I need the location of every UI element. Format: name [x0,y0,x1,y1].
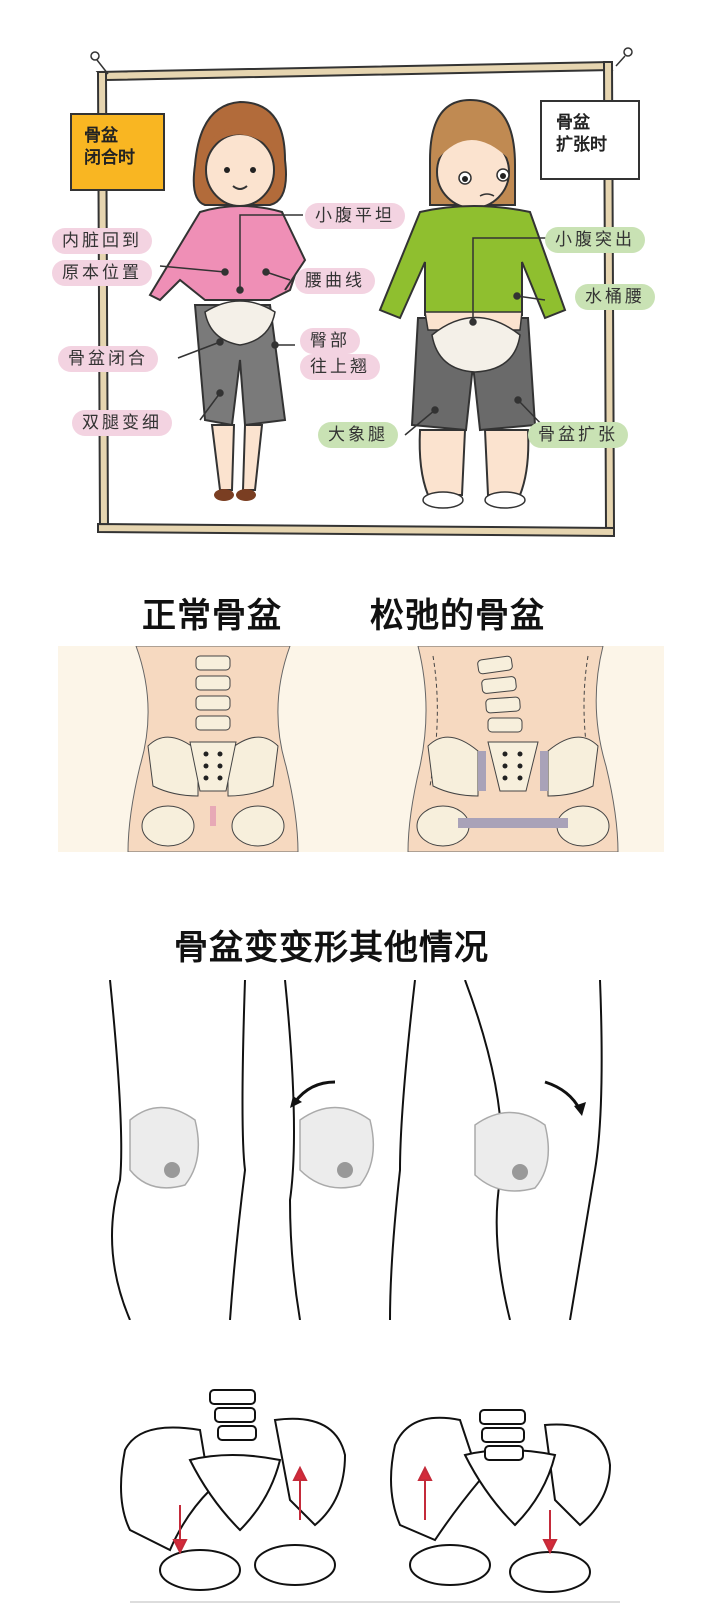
panel-other-deformations: 骨盆变变形其他情况 [0,880,722,1320]
label-waist-curve: 腰曲线 [295,268,375,294]
panel-lateral-tilt [0,1340,722,1613]
sign-line-2: 扩张时 [556,135,607,155]
pelvic-tilt-illustration [109,980,603,1320]
wide-woman-figure [378,98,567,509]
lateral-tilt-illustration [120,1389,620,1603]
label-pelvis-closed: 骨盆闭合 [58,346,158,372]
label-thick-legs: 大象腿 [318,422,398,448]
sign-line-1: 骨盆 [556,113,590,133]
sign-line-1: 骨盆 [84,126,118,146]
label-organs-line1: 内脏回到 [52,228,152,254]
sign-line-2: 闭合时 [84,148,135,168]
title-normal-pelvis: 正常骨盆 [142,596,282,636]
sign-pelvis-closed: 骨盆 闭合时 [70,113,165,191]
label-flat-belly: 小腹平坦 [305,203,405,229]
pelvis-anatomy-illustration [58,646,664,852]
slim-woman-figure [148,100,307,501]
title-other-deformations: 骨盆变变形其他情况 [174,928,489,968]
title-loose-pelvis: 松弛的骨盆 [370,596,545,636]
panel-pelvis-closed-vs-expanded: 骨盆 闭合时 骨盆 扩张时 小腹平坦 内脏回到 原本位置 腰曲线 臀部 往上翘 … [0,0,722,560]
label-hip-line2: 往上翘 [300,354,380,380]
label-slim-legs: 双腿变细 [72,410,172,436]
panel-normal-vs-loose-pelvis: 正常骨盆 松弛的骨盆 [0,560,722,860]
sign-pelvis-expanded: 骨盆 扩张时 [540,100,640,180]
label-organs-line2: 原本位置 [52,260,152,286]
label-pelvis-expanded: 骨盆扩张 [528,422,628,448]
label-bucket-waist: 水桶腰 [575,284,655,310]
label-belly-out: 小腹突出 [545,227,645,253]
label-hip-line1: 臀部 [300,328,360,354]
